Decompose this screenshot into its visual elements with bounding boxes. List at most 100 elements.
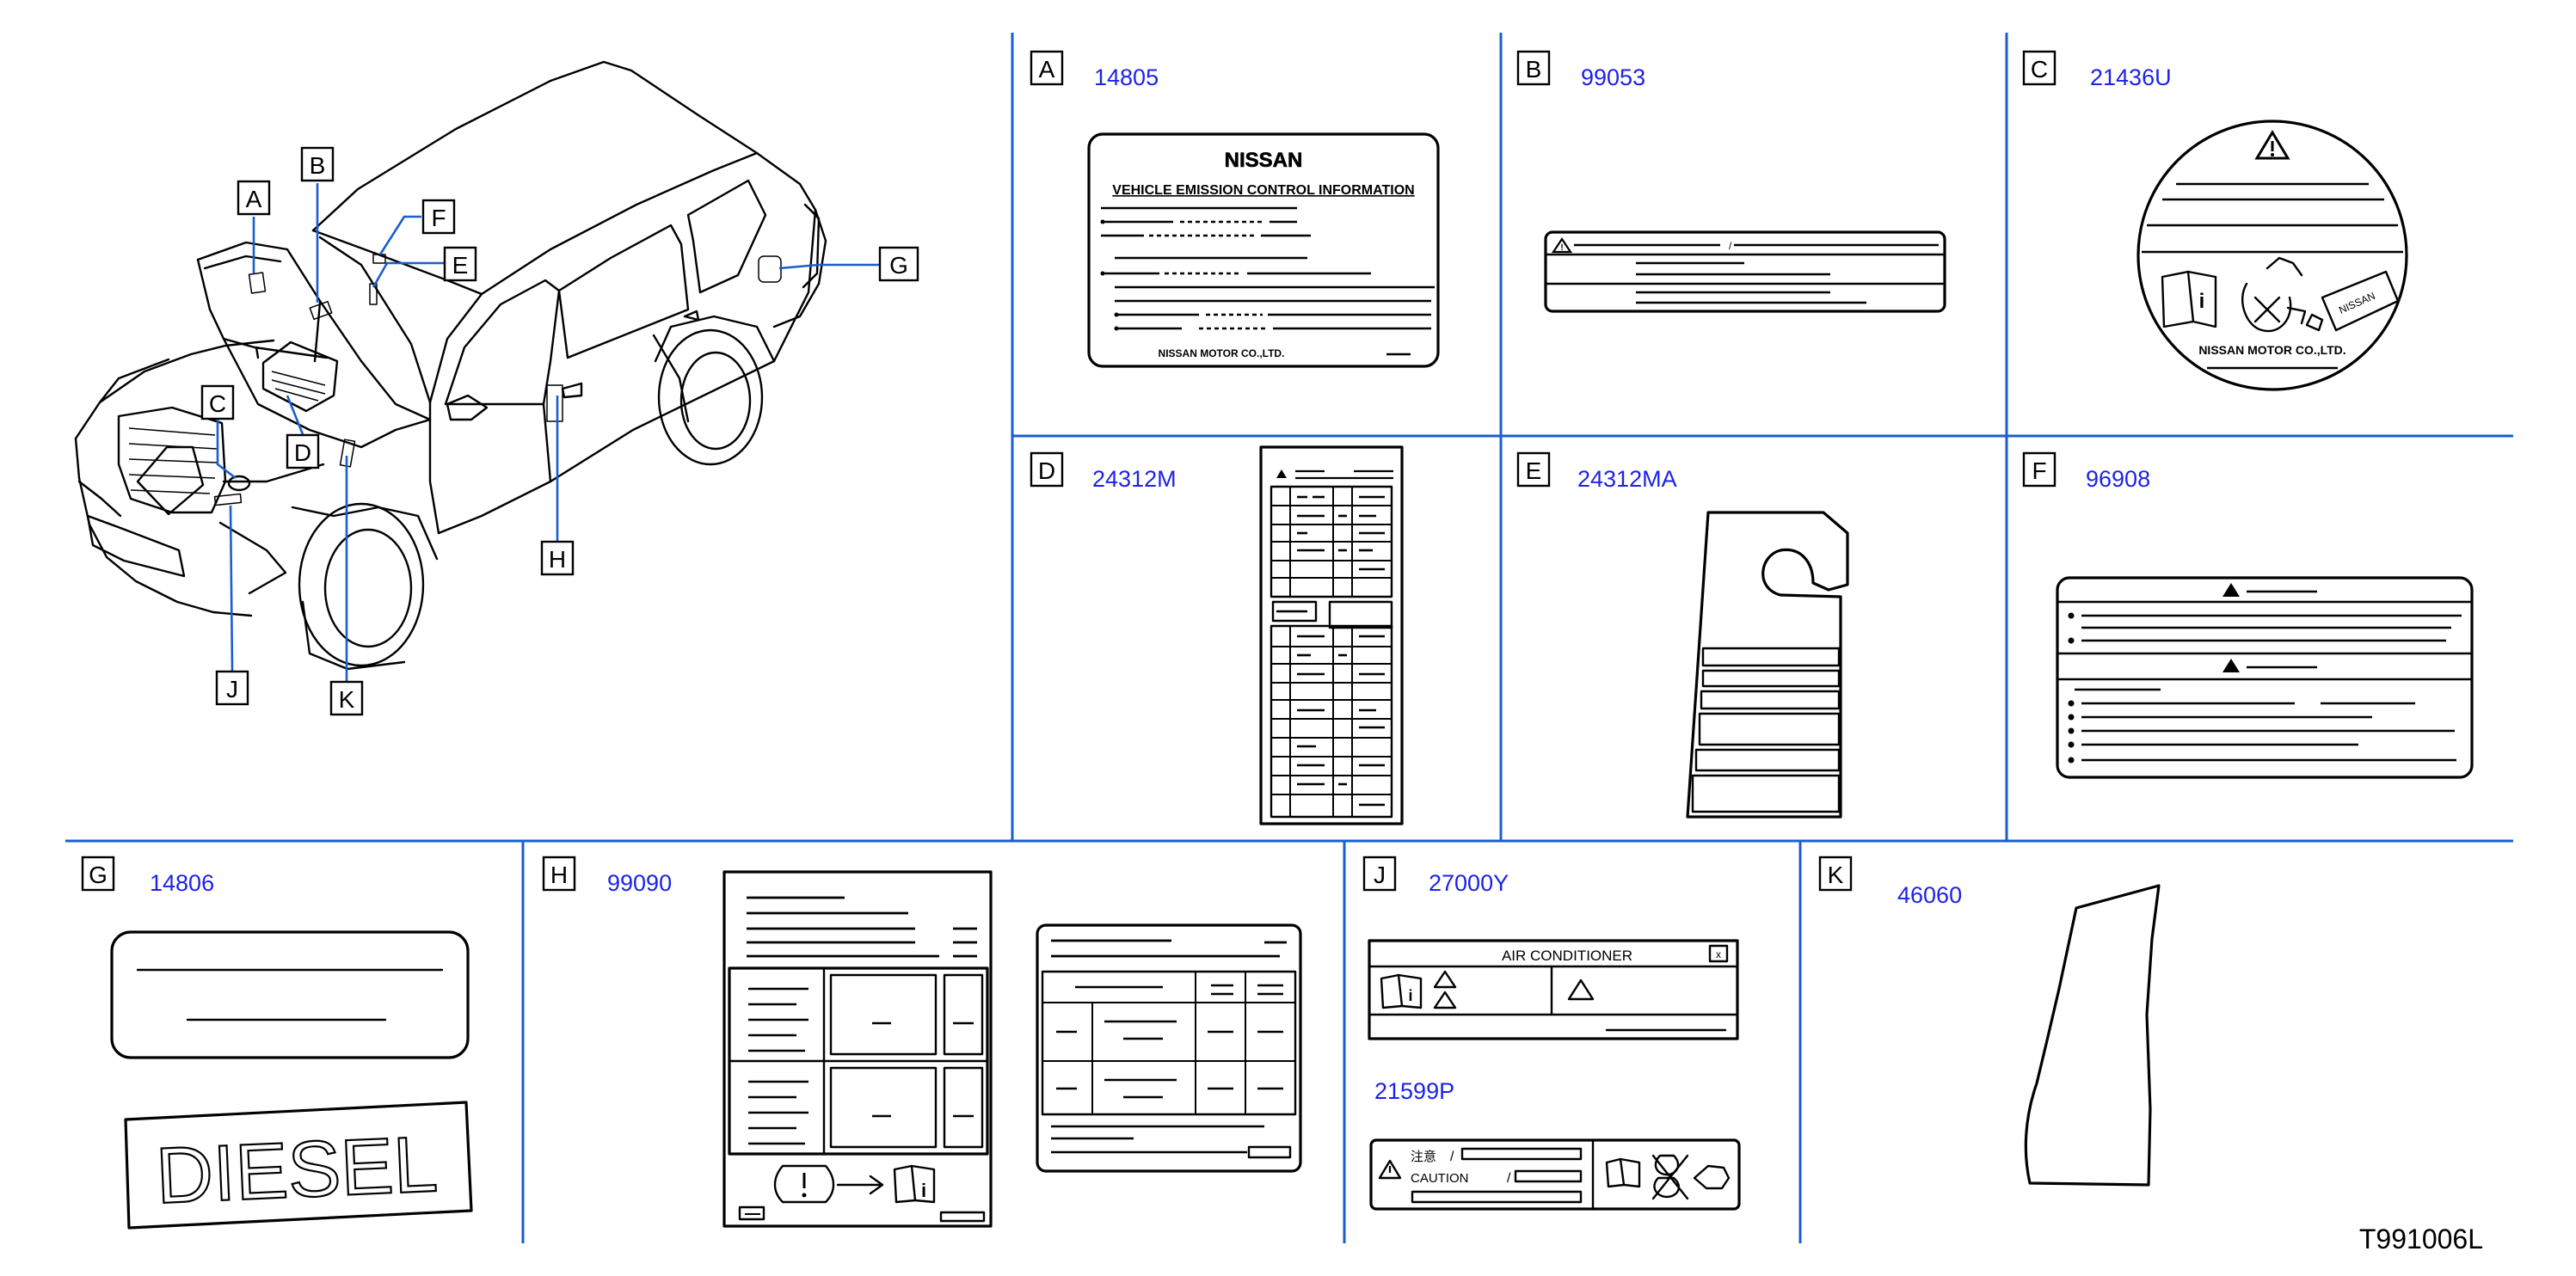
panel-c-part-number: 21436U: [2090, 64, 2172, 90]
tire-information-label: [1259, 445, 1404, 825]
svg-text:NISSAN: NISSAN: [2337, 290, 2377, 316]
arrow-icon: [836, 1175, 884, 1195]
caution-jp: 注意: [1411, 1149, 1436, 1164]
panel-b-part-number: 99053: [1581, 64, 1645, 90]
callout-g: G: [878, 246, 919, 282]
warning-icon: [2222, 583, 2240, 597]
caution-text: CAUTION: [1411, 1171, 1469, 1186]
tire-pressure-label-large: i: [722, 870, 993, 1228]
panel-a: A 14805 NISSAN VEHICLE EMISSION CONTROL …: [1030, 50, 1440, 368]
svg-text:i: i: [2199, 290, 2205, 313]
warning-icon: [1276, 469, 1287, 478]
vehicle-illustration: [74, 60, 827, 671]
panel-h-part-number: 99090: [607, 870, 672, 896]
svg-text:i: i: [1408, 987, 1412, 1004]
panel-d: D 24312M: [1030, 445, 1404, 825]
svg-text:/: /: [1507, 1171, 1511, 1186]
round-cap-label-maker: NISSAN MOTOR CO.,LTD.: [2198, 343, 2345, 357]
panel-h-letter: H: [550, 862, 568, 888]
warning-icon: [1378, 1159, 1402, 1180]
emission-label-maker: NISSAN MOTOR CO.,LTD.: [1159, 347, 1285, 359]
warning-icon: [1567, 978, 1595, 1001]
manual-icon: i: [2161, 270, 2217, 328]
svg-text:D: D: [294, 439, 311, 466]
caution-label: [2056, 576, 2474, 779]
vehicle-callouts: A B C D E F G H J K: [200, 146, 919, 716]
callout-d: D: [286, 433, 320, 469]
panel-g-part-number: 14806: [150, 870, 214, 896]
panel-f-part-number: 96908: [2086, 466, 2150, 492]
svg-text:J: J: [226, 676, 238, 702]
callout-b: B: [300, 146, 335, 182]
panel-b-letter: B: [1526, 56, 1542, 83]
svg-text:x: x: [1716, 948, 1721, 960]
panel-dividers: [65, 33, 2513, 1243]
callout-k: K: [329, 680, 364, 716]
no-flame-icon: [2241, 256, 2307, 333]
round-cap-label: i NISSAN NISSAN MOTOR CO.,LTD.: [2136, 120, 2408, 391]
trim-label: [2024, 884, 2161, 1187]
caution-sticker: 注意 CAUTION / /: [1369, 1138, 1741, 1211]
panel-c: C 21436U i: [2022, 50, 2408, 391]
svg-text:G: G: [889, 252, 908, 279]
callout-a: A: [237, 180, 271, 216]
plain-label: [110, 930, 470, 1059]
air-conditioner-title: AIR CONDITIONER: [1502, 948, 1632, 964]
svg-text:F: F: [431, 205, 446, 231]
panel-j-part-number: 27000Y: [1429, 870, 1509, 896]
warning-icon: [1551, 237, 1573, 254]
svg-text:A: A: [246, 186, 262, 212]
warning-strip-label: ! /: [1544, 230, 1946, 313]
hanger-tag-label: [1686, 511, 1849, 819]
panel-c-letter: C: [2031, 56, 2048, 83]
svg-text:C: C: [209, 390, 226, 417]
panel-k-part-number: 46060: [1897, 882, 1962, 908]
manual-icon: [1605, 1157, 1641, 1188]
panel-g: G 14806 DIESEL: [81, 856, 473, 1230]
tire-pressure-icon: [773, 1164, 835, 1204]
hose-icon: [1693, 1164, 1731, 1190]
svg-text:/: /: [1450, 1150, 1454, 1164]
tire-pressure-label-small: [1036, 923, 1302, 1173]
figure-code: T991006L: [2359, 1224, 2483, 1255]
panel-f-letter: F: [2032, 457, 2046, 484]
panel-f: F 96908: [2022, 451, 2474, 779]
callout-f: F: [421, 199, 456, 235]
svg-text:/: /: [1729, 240, 1732, 252]
panel-e-letter: E: [1526, 457, 1542, 484]
panel-e-part-number: 24312MA: [1577, 466, 1677, 492]
warning-icon: [1433, 991, 1457, 1009]
svg-text:E: E: [452, 252, 469, 279]
panel-j-second-part-number: 21599P: [1374, 1078, 1454, 1104]
no-fan-icon: [1651, 1154, 1689, 1200]
panel-a-part-number: 14805: [1094, 64, 1159, 90]
svg-text:!: !: [1560, 243, 1563, 253]
callout-c: C: [200, 384, 235, 420]
panel-a-letter: A: [1039, 56, 1055, 83]
emission-label-brand: NISSAN: [1225, 149, 1303, 172]
manual-icon: i: [1380, 973, 1423, 1009]
panel-k: K 46060: [1818, 856, 2161, 1187]
panel-j: J 27000Y AIR CONDITIONER x i 21599P: [1362, 856, 1741, 1211]
emission-label: NISSAN VEHICLE EMISSION CONTROL INFORMAT…: [1087, 132, 1440, 368]
air-conditioner-label: AIR CONDITIONER x i: [1368, 939, 1739, 1040]
callout-leaders: [216, 183, 879, 681]
callout-h: H: [540, 540, 575, 576]
emission-label-heading: VEHICLE EMISSION CONTROL INFORMATION: [1112, 183, 1414, 198]
svg-text:K: K: [339, 686, 355, 713]
panel-d-part-number: 24312M: [1092, 466, 1177, 492]
svg-text:i: i: [921, 1180, 926, 1201]
panel-b: B 99053 ! /: [1516, 50, 1946, 313]
warning-icon: [2222, 659, 2240, 672]
warning-icon: [1433, 970, 1457, 989]
callout-e: E: [443, 246, 477, 282]
nissan-tag-icon: NISSAN: [2305, 270, 2400, 332]
panel-e: E 24312MA: [1516, 451, 1849, 819]
callout-j: J: [215, 670, 249, 706]
panel-h: H 99090: [542, 856, 1302, 1228]
svg-text:B: B: [310, 152, 326, 179]
panel-g-letter: G: [89, 862, 108, 888]
panel-j-letter: J: [1374, 862, 1386, 888]
diesel-badge-text: DIESEL: [154, 1120, 439, 1220]
